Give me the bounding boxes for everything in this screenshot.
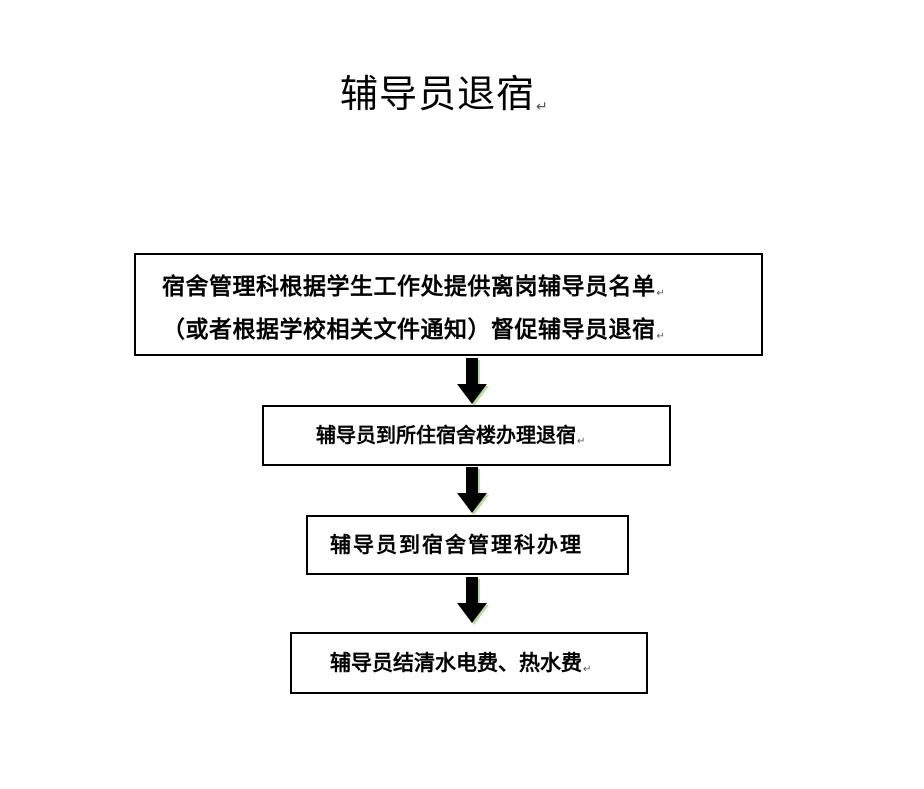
step-3-text: 辅导员到宿舍管理科办理 (330, 532, 583, 557)
step-1-line-2: （或者根据学校相关文件通知）督促辅导员退宿↵ (162, 312, 761, 355)
step-box-4: 辅导员结清水电费、热水费↵ (290, 632, 648, 694)
arrow-body (457, 358, 487, 404)
step-box-3: 辅导员到宿舍管理科办理 (306, 515, 629, 575)
return-mark-icon: ↵ (536, 99, 549, 115)
title-text: 辅导员退宿 (340, 72, 536, 116)
return-mark-icon: ↵ (583, 664, 592, 675)
step-2-text: 辅导员到所住宿舍楼办理退宿 (316, 423, 576, 447)
return-mark-icon: ↵ (656, 288, 666, 299)
arrow-body (457, 577, 487, 623)
return-mark-icon: ↵ (656, 331, 666, 342)
step-1-line-2-text: （或者根据学校相关文件通知）督促辅导员退宿 (162, 316, 656, 343)
down-arrow-icon (457, 358, 489, 406)
arrow-body (457, 467, 487, 513)
diagram-title: 辅导员退宿↵ (340, 68, 600, 133)
step-box-2: 辅导员到所住宿舍楼办理退宿↵ (262, 405, 671, 466)
return-mark-icon: ↵ (577, 436, 586, 447)
step-box-1: 宿舍管理科根据学生工作处提供离岗辅导员名单↵ （或者根据学校相关文件通知）督促辅… (134, 253, 763, 356)
step-1-line-1: 宿舍管理科根据学生工作处提供离岗辅导员名单↵ (162, 269, 761, 312)
down-arrow-icon (457, 467, 489, 515)
down-arrow-icon (457, 577, 489, 625)
step-4-text: 辅导员结清水电费、热水费 (330, 650, 582, 675)
step-1-line-1-text: 宿舍管理科根据学生工作处提供离岗辅导员名单 (162, 273, 656, 300)
